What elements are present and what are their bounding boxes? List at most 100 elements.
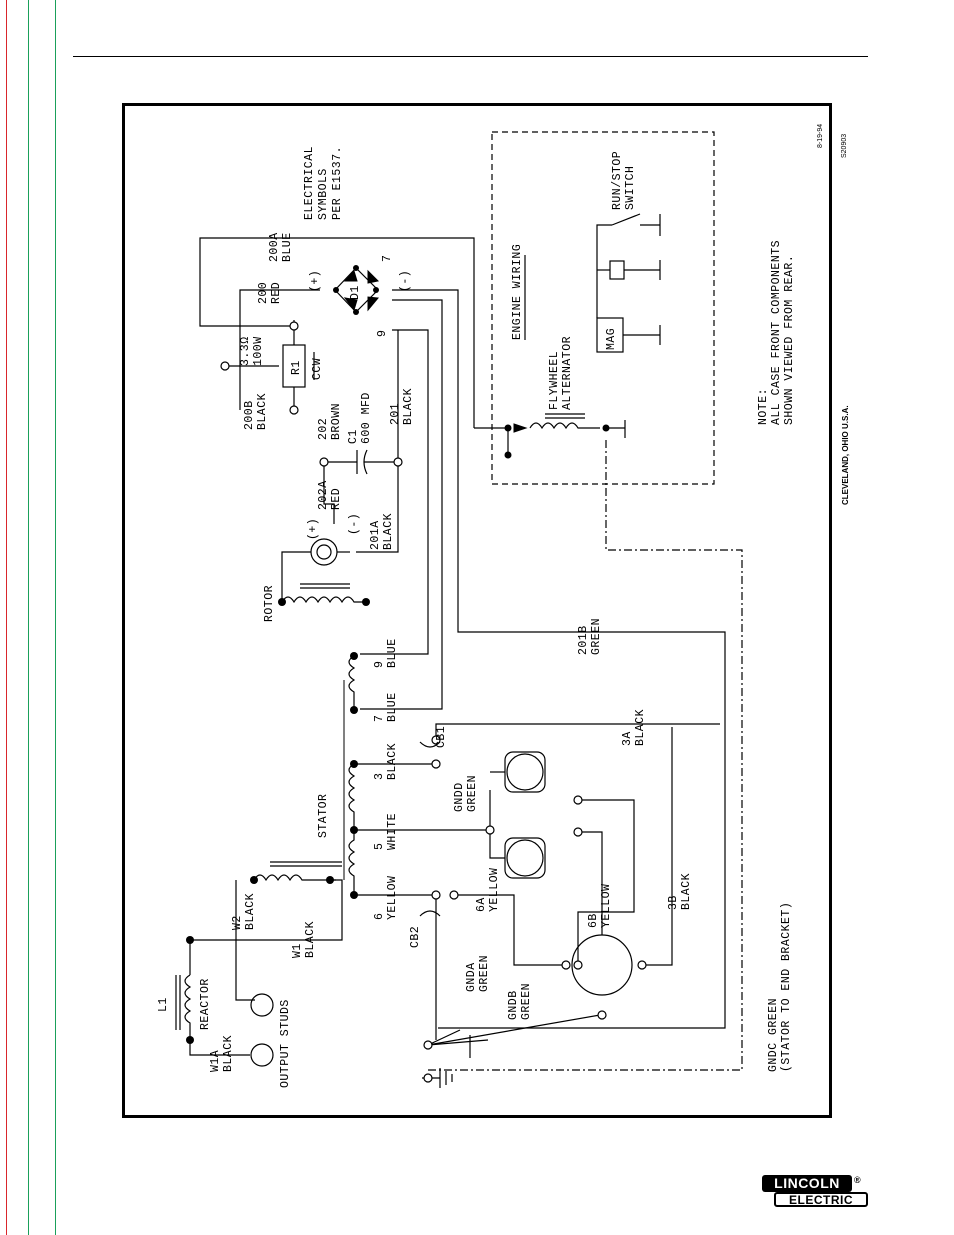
label-202a: 202A RED [317,473,343,510]
label-3-black: 3 BLACK [373,743,399,780]
lincoln-electric-logo: LINCOLN ® ELECTRIC [762,1175,868,1209]
junction-dot [186,1036,194,1044]
terminal [289,405,299,415]
label-6a: 6A YELLOW [475,868,501,912]
terminal [573,795,583,805]
label-drawing-no: S20903 [841,134,848,158]
label-mag: MAG [605,328,618,350]
junction-dot [350,652,358,660]
junction-dot [350,760,358,768]
label-date: 8-19-94 [817,124,824,148]
logo-electric: ELECTRIC [774,1192,868,1207]
flywheel-winding [529,422,600,430]
label-electrical-symbols: ELECTRICAL SYMBOLS PER E1537. [303,139,344,220]
junction-dot [278,598,286,606]
stator-winding-3-5 [348,763,356,830]
terminal [485,825,495,835]
wire-201a [356,462,399,553]
label-6b: 6B YELLOW [587,884,613,928]
diode-4 [367,296,379,312]
label-terminal-9: 9 [376,330,389,337]
margin-line-green-2 [55,0,56,1235]
junction-dot [350,826,358,834]
label-3a: 3A BLACK [621,709,647,746]
label-rotor-plus: (+) [307,518,320,540]
label-w1: W1 BLACK [291,921,317,958]
wire-gndc [428,440,743,1071]
run-stop-switch-blade [611,213,641,226]
wire-w1a [189,1040,250,1056]
label-200: 200 RED [257,274,283,304]
stator-winding-5-6 [348,830,356,895]
rotor-lead-left [281,551,311,602]
label-d1: D1 [349,285,362,300]
terminal [573,960,583,970]
terminal [561,960,571,970]
margin-line-red [6,0,7,1235]
terminal [431,759,441,769]
wire-black-return [642,727,673,966]
wire-w1 [190,879,343,941]
label-gnda: GNDA GREEN [465,955,491,992]
label-d1-plus: (+) [309,270,322,292]
junction-dot [362,598,370,606]
label-ccw: CCW [311,358,324,380]
label-cb2: CB2 [409,926,422,948]
flywheel-diode [513,423,528,433]
terminal [289,321,299,331]
wire-receptacle-lower [578,831,603,935]
label-c1: C1 600 MFD [347,392,373,444]
label-201: 201 BLACK [389,388,415,425]
label-r1: R1 [290,360,303,375]
label-201b: 201B GREEN [577,618,603,655]
junction-dot [250,876,258,884]
receptacle-upper [504,751,546,793]
label-flywheel-alternator: FLYWHEEL ALTERNATOR [548,336,574,410]
junction-dot [602,424,610,432]
junction-dot [353,265,359,271]
run-stop-wire [596,224,612,318]
diode-2 [367,269,380,284]
label-201a: 201A BLACK [369,513,395,550]
rotor-slip-ring [310,538,338,566]
wire-3b [577,799,635,965]
terminal [449,890,459,900]
label-rotor: ROTOR [263,585,276,622]
junction-dot [333,287,339,293]
terminal [423,1040,433,1050]
diagram-frame [122,103,832,1118]
label-cb1: CB1 [435,726,448,748]
receptacle-lower-face [506,839,544,877]
receptacle-lower [504,837,546,879]
terminal [431,735,441,745]
terminal [637,960,647,970]
bridge-edge-1 [334,267,357,291]
label-w2: W2 BLACK [231,893,257,930]
label-gndb: GNDB GREEN [507,983,533,1020]
junction-dot [504,424,512,432]
wire-9-blue [360,329,429,655]
junction-dot [353,309,359,315]
diode-3 [343,297,358,312]
wire-gndb [427,1014,601,1046]
terminal [423,1073,433,1083]
junction-dot [350,706,358,714]
margin-line-green [28,0,29,1235]
label-reactor: REACTOR [199,978,212,1030]
junction-dot [350,891,358,899]
wire-3a [435,723,720,740]
terminal [597,1010,607,1020]
label-d1-minus: (-) [399,270,412,292]
stator-aux-winding [253,874,336,882]
terminal [220,361,230,371]
terminal [431,890,441,900]
label-note: NOTE: ALL CASE FRONT COMPONENTS SHOWN VI… [757,233,796,425]
label-3b: 3B BLACK [667,873,693,910]
junction-dot [326,876,334,884]
label-w1a: W1A BLACK [209,1035,235,1072]
label-6-yellow: 6 YELLOW [373,876,399,920]
junction-dot [504,451,512,459]
wire-6a [454,894,566,966]
label-rotor-minus: (-) [348,513,361,535]
